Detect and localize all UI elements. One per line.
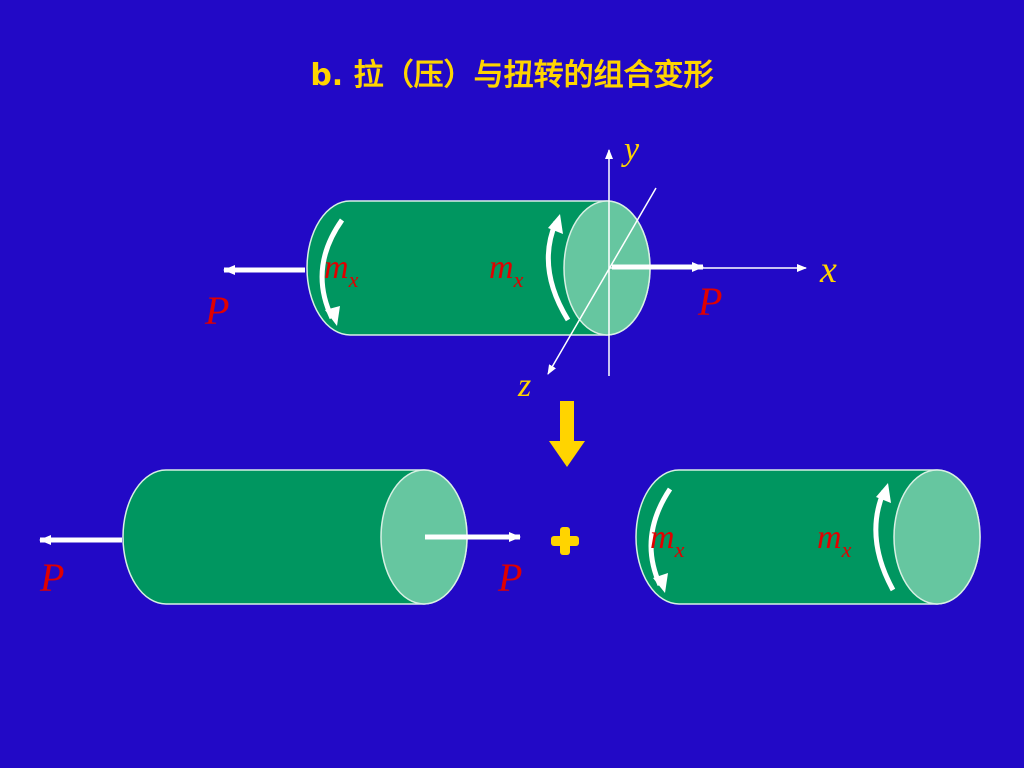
bottom-left-force-left-label: P (39, 555, 64, 600)
bottom-torque-right-label: mx (817, 519, 852, 562)
top-torque-right-label: mx (489, 249, 524, 292)
bottom-torque-left-arrow (648, 487, 673, 593)
top-torque-left-label: mx (324, 249, 359, 292)
z-axis-line (547, 187, 657, 375)
top-force-left-label: P (204, 288, 229, 333)
bottom-left-force-right-label: P (497, 555, 522, 600)
bottom-torque-right-arrow (873, 483, 896, 592)
bottom-left-figure: P P (39, 469, 522, 605)
bottom-right-cylinder-face (893, 469, 981, 605)
bottom-right-figure: mx mx (635, 469, 981, 605)
axis-z-label: z (517, 367, 531, 404)
bottom-torque-left-label: mx (650, 519, 685, 562)
axis-x-label: x (819, 249, 837, 291)
top-figure: y x z P P mx mx (204, 131, 837, 404)
down-arrow-icon (549, 401, 585, 467)
plus-icon (551, 527, 579, 555)
top-force-right-label: P (697, 279, 722, 324)
axis-y-label: y (621, 131, 640, 168)
top-torque-right-arrow (545, 214, 571, 322)
slide-title: b. 拉（压）与扭转的组合变形 (310, 58, 714, 93)
top-torque-left-arrow (319, 218, 345, 326)
